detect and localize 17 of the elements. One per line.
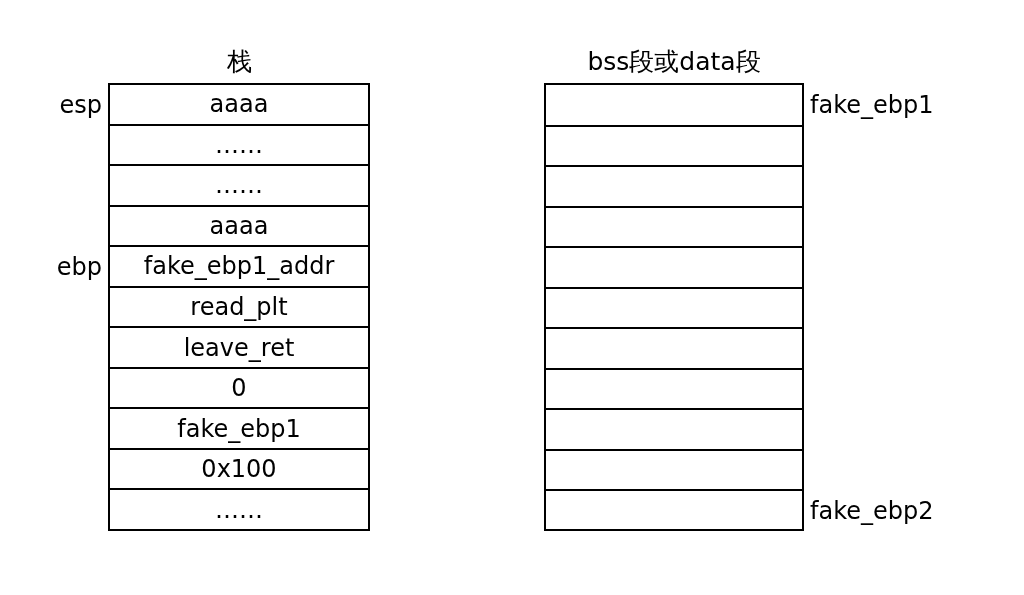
cell-value: leave_ret: [183, 333, 295, 362]
table-title: bss段或data段: [586, 47, 762, 77]
register-label: ebp: [56, 253, 102, 282]
cell-value: aaaa: [209, 90, 269, 119]
cell-value: 0: [231, 374, 247, 403]
cell-value: ……: [215, 171, 263, 200]
register-label: esp: [59, 91, 102, 120]
cell-value: ……: [215, 495, 263, 524]
cell-value: fake_ebp1: [177, 414, 301, 443]
address-label: fake_ebp1: [810, 91, 934, 120]
cell-value: 0x100: [201, 455, 277, 484]
address-label: fake_ebp2: [810, 496, 934, 525]
cell-value: read_plt: [190, 293, 288, 321]
cell-value: ……: [215, 130, 263, 159]
cell-value: aaaa: [209, 211, 269, 240]
table-title: 栈: [225, 47, 253, 77]
cell-value: fake_ebp1_addr: [143, 252, 335, 281]
